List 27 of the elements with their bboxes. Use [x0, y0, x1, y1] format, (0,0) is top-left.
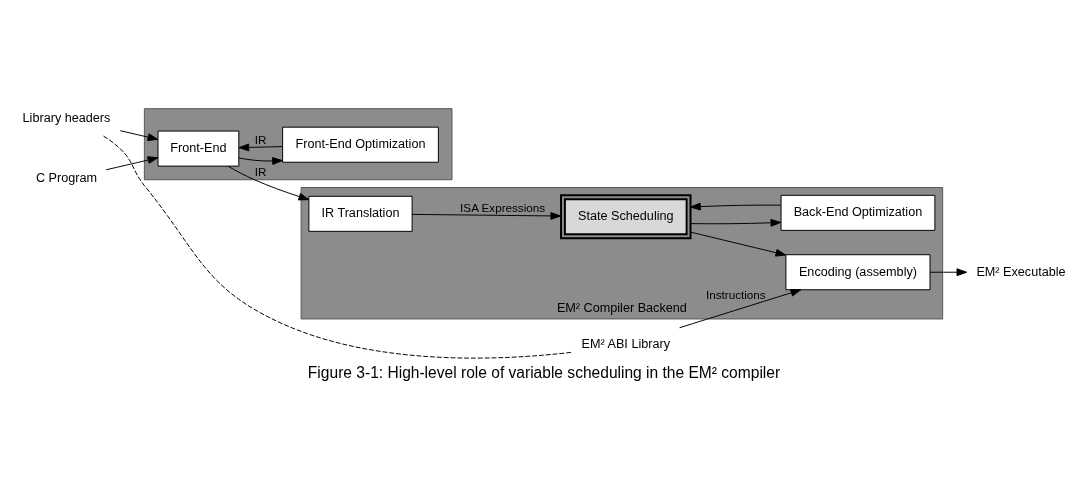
node-box: IR Translation [308, 195, 413, 232]
node-box: Front-End Optimization [282, 126, 439, 163]
edge-label: IR [254, 164, 267, 178]
arrow [690, 202, 782, 210]
node-text: EM² ABI Library [581, 336, 671, 351]
node-text: Library headers [22, 110, 111, 125]
node-text: C Program [35, 170, 98, 185]
arrow [411, 211, 562, 220]
cluster [143, 107, 453, 180]
arrow [690, 218, 782, 227]
node-text: EM² Executable [976, 264, 1066, 279]
arrow [227, 165, 310, 200]
arrow [929, 267, 968, 276]
node-box: Front-End [157, 130, 240, 167]
caption: Figure 3-1: High-level role of variable scheduling in the EM² compiler [307, 363, 781, 381]
arrow [679, 288, 802, 328]
connector [103, 135, 573, 358]
edge-label: ISA Expressions [460, 200, 546, 214]
arrow [690, 231, 787, 257]
edge-label: Instructions [705, 287, 766, 301]
arrow [238, 143, 284, 151]
edge-label: IR [254, 132, 267, 146]
node-box: Back-End Optimization [780, 194, 936, 231]
node-box: Encoding (assembly) [785, 253, 931, 290]
arrow [105, 155, 159, 170]
arrow [238, 156, 283, 165]
arrow [119, 129, 159, 141]
